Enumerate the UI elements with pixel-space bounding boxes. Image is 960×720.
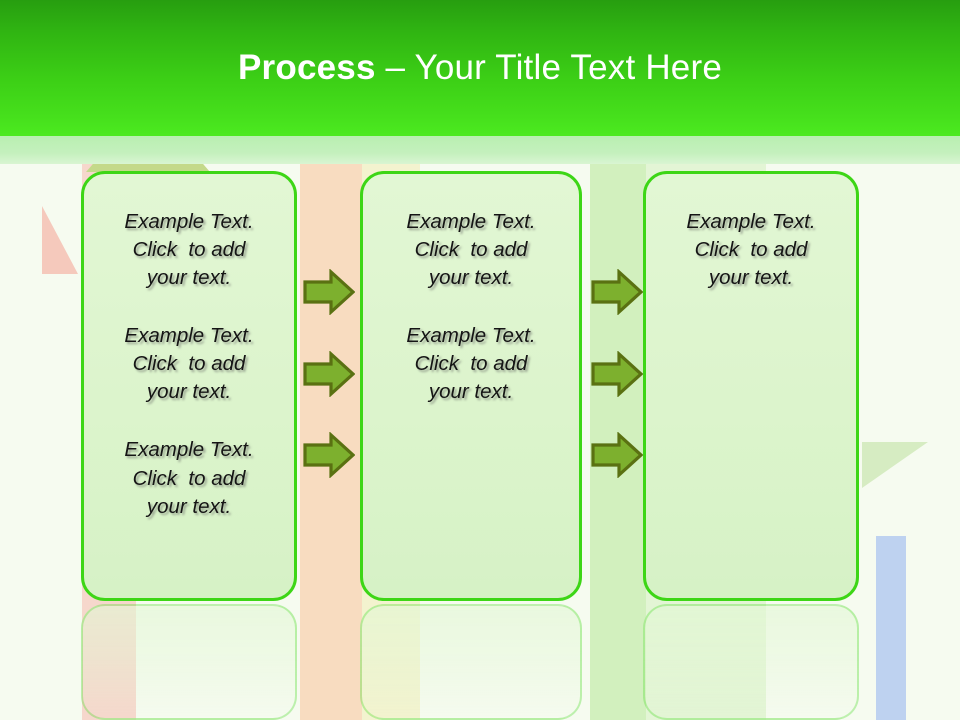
right-block-arrow-icon <box>591 269 643 315</box>
right-block-arrow-icon <box>303 432 355 478</box>
title-bar <box>0 0 960 136</box>
right-block-arrow-icon <box>591 432 643 478</box>
page-title-rest: – Your Title Text Here <box>375 48 722 87</box>
box-reflection-2 <box>360 604 582 720</box>
page-title: Process – Your Title Text Here <box>0 0 960 136</box>
box-reflection-1 <box>81 604 297 720</box>
title-underband <box>0 136 960 164</box>
right-block-arrow-icon <box>303 351 355 397</box>
right-block-arrow-icon <box>591 351 643 397</box>
page-title-bold: Process <box>238 48 376 87</box>
right-block-arrow-icon <box>303 269 355 315</box>
background-column-blue <box>876 536 906 720</box>
background-triangle-green <box>862 442 928 488</box>
box-reflection-3 <box>643 604 859 720</box>
background-triangle-salmon <box>42 206 78 274</box>
